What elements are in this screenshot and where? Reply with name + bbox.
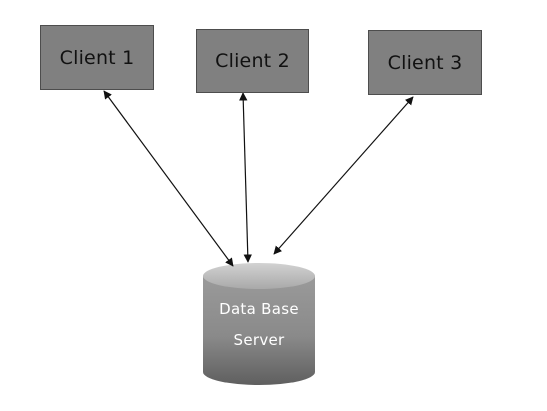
client-1-label: Client 1 — [59, 46, 135, 69]
client-3-label: Client 3 — [387, 51, 463, 74]
client-1-box: Client 1 — [40, 25, 154, 90]
arrow-client2-database — [239, 92, 252, 263]
cylinder-body — [203, 276, 315, 385]
database-label-line2: Server — [233, 331, 285, 349]
cylinder-top — [203, 263, 315, 289]
client-2-box: Client 2 — [196, 29, 309, 93]
client-3-box: Client 3 — [368, 30, 482, 95]
client-2-label: Client 2 — [215, 50, 290, 72]
arrow-client1-database — [103, 90, 234, 267]
database-cylinder — [203, 263, 315, 385]
arrow-client3-database — [273, 96, 414, 255]
database-label-line1: Data Base — [219, 300, 299, 318]
